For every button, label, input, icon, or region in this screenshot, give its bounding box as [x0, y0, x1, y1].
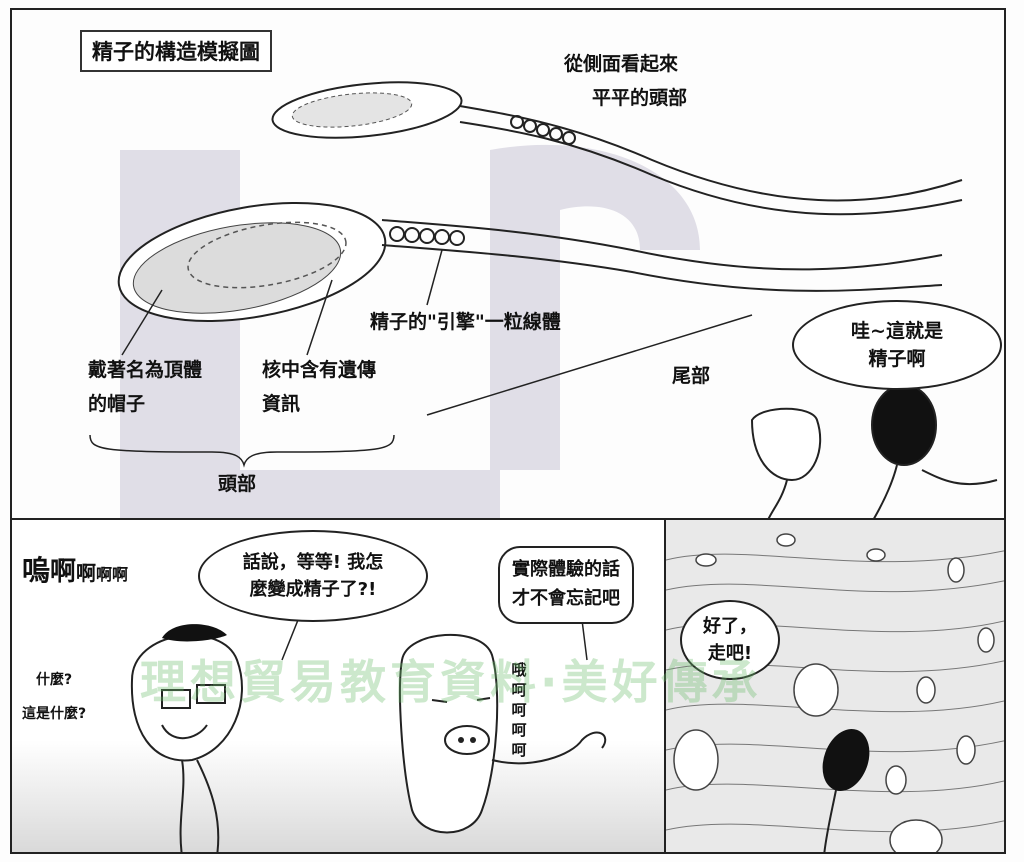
laugh-char-2: 呵: [511, 681, 527, 699]
cry-char-3: 啊: [76, 561, 97, 585]
sperm-speech-line1: 哇~這就是: [851, 319, 943, 342]
lets-go-line2: 走吧!: [707, 643, 753, 664]
laugh-char-3: 呵: [511, 701, 527, 719]
tail-label: 尾部: [672, 365, 711, 387]
sperm-structure-illustration: [89, 81, 998, 518]
confused-speech-line1: 話說，等等! 我怎: [242, 552, 384, 573]
question-line2: 這是什麼?: [22, 706, 87, 722]
acrosome-label-line1: 戴著名為頂體: [88, 359, 203, 381]
swimming-panel: 好了， 走吧!: [664, 518, 1006, 854]
question-line1: 什麼?: [36, 672, 73, 688]
experience-speech-bubble: 實際體驗的話 才不會忘記吧: [498, 546, 634, 624]
cry-char-4: 啊啊: [96, 565, 129, 584]
laugh-char-1: 哦: [511, 661, 527, 679]
mitochondria-label: 精子的"引擎"一粒線體: [370, 311, 561, 333]
head-label: 頭部: [218, 473, 257, 495]
laugh-text: 哦 呵 呵 呵 呵: [510, 660, 528, 760]
cry-text: 嗚啊啊啊啊: [22, 550, 128, 592]
diagram-title: 精子的構造模擬圖: [80, 30, 272, 72]
cry-char-1: 嗚: [22, 554, 51, 587]
side-view-label-line1: 從側面看起來: [564, 53, 679, 75]
nucleus-label-line1: 核中含有遺傳: [262, 359, 377, 381]
side-view-label-line2: 平平的頭部: [592, 87, 688, 109]
characters-illustration: [12, 609, 664, 852]
confused-speech-line2: 麼變成精子了?!: [249, 579, 377, 600]
sperm-speech-bubble: 哇~這就是 精子啊: [792, 300, 1002, 390]
acrosome-label-line2: 的帽子: [88, 393, 146, 415]
diagram-panel: 精子的構造模擬圖 從側面看起來: [10, 8, 1006, 520]
nucleus-label-line2: 資訊: [262, 393, 301, 415]
sperm-speech-line2: 精子啊: [868, 348, 926, 370]
experience-speech-line2: 才不會忘記吧: [512, 587, 620, 609]
cry-char-2: 啊: [50, 557, 77, 587]
watermark-text: 理想貿易教育資料·美好傳承: [140, 655, 762, 709]
laugh-char-5: 呵: [511, 741, 527, 759]
confused-speech-bubble: 話說，等等! 我怎 麼變成精子了?!: [198, 530, 428, 622]
experience-speech-line1: 實際體驗的話: [512, 559, 620, 580]
lets-go-speech-bubble: 好了， 走吧!: [680, 600, 780, 680]
laugh-char-4: 呵: [511, 721, 527, 739]
lets-go-line1: 好了，: [703, 616, 757, 637]
swimming-sperm-illustration: [666, 533, 1004, 852]
characters-panel: 嗚啊啊啊啊 話說，等等! 我怎 麼變成精子了?! 實際體驗的話 才不會忘記吧 什…: [10, 518, 666, 854]
